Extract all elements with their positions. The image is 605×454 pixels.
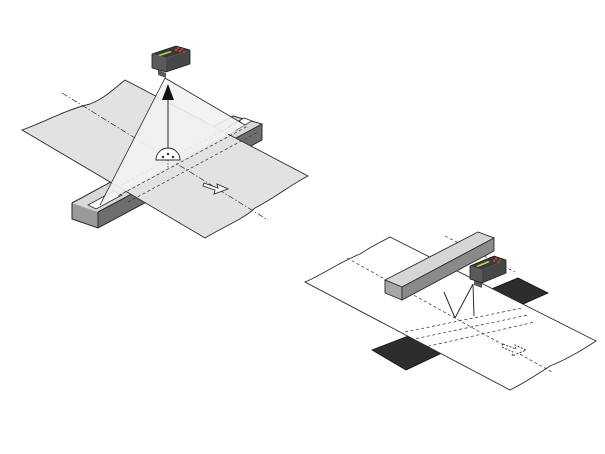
top-setup — [20, 45, 309, 239]
bottom-beam — [383, 231, 496, 301]
bottom-setup — [303, 231, 597, 391]
direction-arrow-icon — [202, 182, 230, 195]
top-laser-cone — [100, 78, 245, 205]
laser-sensor-icon — [469, 255, 507, 288]
laser-sensor-icon — [151, 45, 191, 78]
direction-arrow-icon — [501, 343, 528, 357]
angle-symbol — [155, 147, 181, 168]
